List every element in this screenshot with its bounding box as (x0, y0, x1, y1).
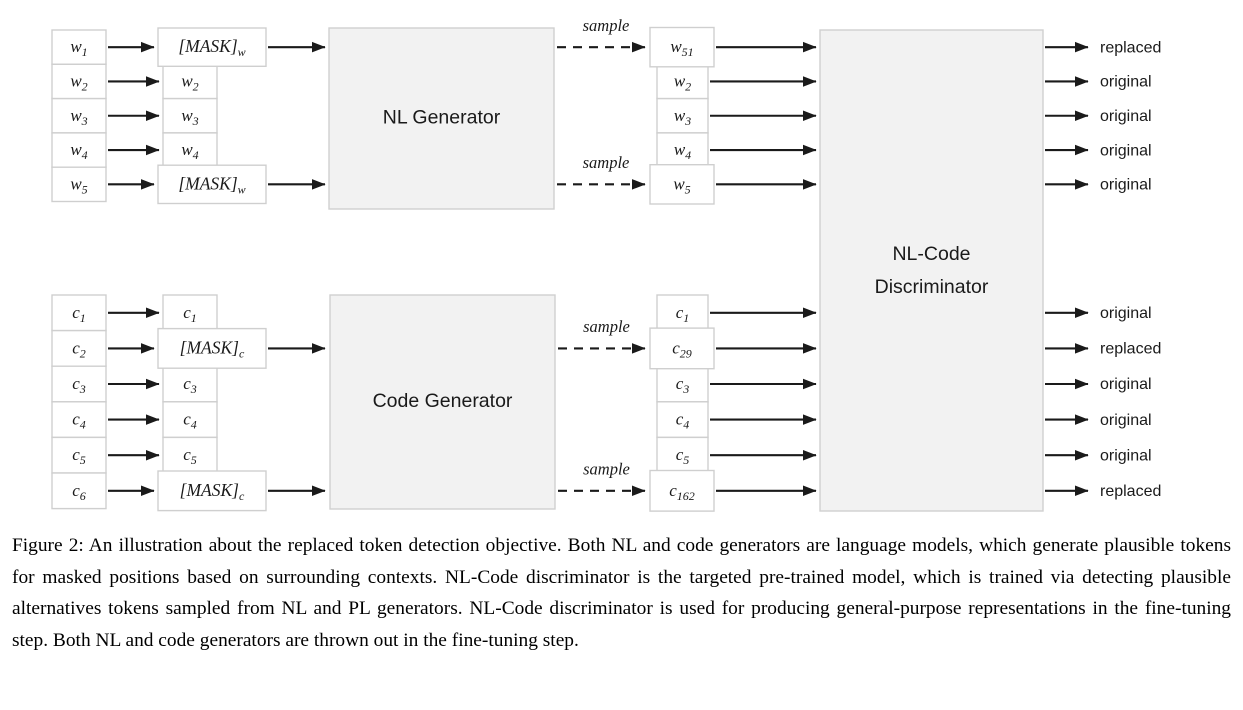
code-output-token-1: c1 (676, 303, 690, 325)
code-input-token-1: c1 (72, 303, 86, 325)
code-sample-label-2: sample (583, 317, 630, 336)
nl-sampled-token-5: w5 (673, 174, 690, 196)
code-masked-token-3: c3 (183, 374, 197, 396)
nl-prediction-label-2: original (1100, 74, 1152, 91)
nl-input-token-2: w2 (70, 71, 87, 93)
code-masked-box-3 (162, 365, 218, 403)
nl-mask-box-5 (157, 164, 267, 205)
code-input-box-4 (51, 401, 107, 439)
nl-input-box-5 (51, 166, 107, 203)
figure-diagram: w1 w2 w3 w4 w5 w2 w3 w4 [MASK]w [MASK]w NL Generat… (51, 16, 1161, 512)
code-input-box-6 (51, 472, 107, 510)
nl-input-token-1: w1 (70, 37, 87, 59)
code-generator-label: Code Generator (373, 390, 513, 412)
nl-sampled-token-1: w51 (670, 37, 693, 59)
code-masked-box-5 (162, 436, 218, 474)
code-masked-token-4: c4 (183, 410, 197, 432)
code-mask-token-2: [MASK]c (180, 337, 245, 360)
nl-prediction-label-5: original (1100, 177, 1152, 194)
code-output-box-4 (656, 401, 709, 439)
code-output-token-4: c4 (676, 410, 690, 432)
nl-input-token-4: w4 (70, 140, 87, 162)
nl-mask-token-1: [MASK]w (178, 36, 245, 59)
nl-output-token-2: w2 (674, 71, 691, 93)
code-masked-token-5: c5 (183, 445, 197, 467)
code-output-box-1 (656, 294, 709, 332)
nl-input-box-2 (51, 63, 107, 100)
code-masked-token-1: c1 (183, 303, 197, 325)
nl-output-token-4: w4 (674, 140, 691, 162)
nl-sample-label-5: sample (583, 153, 630, 172)
code-prediction-label-2: replaced (1100, 341, 1161, 358)
nl-sample-label-1: sample (583, 16, 630, 35)
nl-prediction-label-1: replaced (1100, 39, 1161, 56)
nl-input-token-5: w5 (70, 174, 87, 196)
nl-prediction-label-4: original (1100, 142, 1152, 159)
nl-masked-token-2: w2 (181, 71, 198, 93)
nl-mask-token-5: [MASK]w (178, 173, 245, 196)
nl-generator-label: NL Generator (383, 107, 501, 129)
nl-generator-box (328, 27, 555, 210)
code-input-token-2: c2 (72, 338, 86, 360)
code-input-token-6: c6 (72, 481, 86, 503)
code-output-token-5: c5 (676, 445, 690, 467)
code-output-token-3: c3 (676, 374, 690, 396)
figure-caption: Figure 2: An illustration about the repl… (12, 535, 1231, 651)
nl-sampled-box-5 (649, 163, 715, 205)
nl-output-box-4 (656, 132, 709, 168)
code-mask-token-6: [MASK]c (180, 480, 245, 503)
code-output-box-3 (656, 365, 709, 403)
code-sampled-box-6 (649, 469, 715, 512)
code-mask-box-2 (157, 327, 267, 369)
code-sample-label-6: sample (583, 460, 630, 479)
nl-output-token-3: w3 (674, 106, 691, 128)
code-sampled-token-2: c29 (672, 338, 692, 360)
code-output-box-5 (656, 436, 709, 474)
discriminator-box (819, 29, 1044, 512)
nl-masked-token-3: w3 (181, 106, 198, 128)
nl-mask-box-1 (157, 27, 267, 67)
code-sampled-token-6: c162 (669, 481, 695, 503)
code-prediction-label-5: original (1100, 447, 1152, 464)
code-generator-box (329, 294, 556, 510)
code-input-box-3 (51, 365, 107, 403)
code-input-token-4: c4 (72, 410, 86, 432)
code-input-box-1 (51, 294, 107, 332)
code-prediction-label-1: original (1100, 305, 1152, 322)
code-sampled-box-2 (649, 327, 715, 370)
code-mask-box-6 (157, 470, 267, 512)
code-input-token-3: c3 (72, 374, 86, 396)
code-prediction-label-4: original (1100, 412, 1152, 429)
nl-input-box-3 (51, 97, 107, 134)
code-input-token-5: c5 (72, 445, 86, 467)
nl-masked-box-3 (162, 97, 218, 134)
nl-input-box-1 (51, 29, 107, 65)
discriminator-label-line2: Discriminator (875, 276, 989, 298)
nl-masked-token-4: w4 (181, 140, 198, 162)
nl-output-box-3 (656, 97, 709, 134)
discriminator-label-line1: NL-Code (892, 243, 970, 265)
code-input-box-2 (51, 329, 107, 367)
nl-sampled-box-1 (649, 26, 715, 68)
nl-prediction-label-3: original (1100, 108, 1152, 125)
code-prediction-label-3: original (1100, 376, 1152, 393)
code-prediction-label-6: replaced (1100, 483, 1161, 500)
nl-input-token-3: w3 (70, 106, 87, 128)
nl-masked-box-2 (162, 63, 218, 100)
